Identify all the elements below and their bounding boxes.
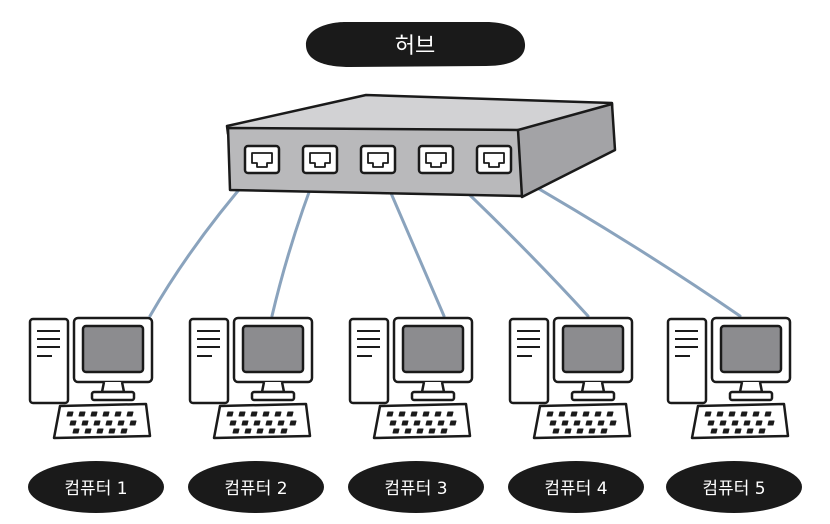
monitor-screen (241, 324, 305, 374)
computer-keyboard (532, 402, 632, 440)
computer-1 (28, 316, 154, 440)
computer-monitor (392, 316, 474, 402)
monitor-screen (401, 324, 465, 374)
computer-tower (348, 317, 390, 405)
computer-label-text: 컴퓨터 1 (64, 479, 127, 499)
computer-keyboard (372, 402, 472, 440)
computer-labels: 컴퓨터 1 컴퓨터 2 컴퓨터 3 컴퓨터 4 컴퓨터 5 (28, 461, 802, 513)
hub-port-1 (243, 144, 281, 175)
hub-side-face (516, 102, 617, 199)
hub-port-4 (417, 144, 455, 175)
computer-label-5: 컴퓨터 5 (666, 461, 802, 513)
computer-label-pill (188, 461, 324, 513)
monitor-screen (719, 324, 783, 374)
computers (28, 316, 792, 440)
computer-tower (666, 317, 708, 405)
computer-tower (188, 317, 230, 405)
computer-label-pill (666, 461, 802, 513)
computer-label-text: 컴퓨터 4 (544, 479, 607, 499)
computer-3 (348, 316, 474, 440)
computer-monitor (710, 316, 792, 402)
hub-label: 허브 (305, 22, 526, 67)
computer-label-pill (28, 461, 164, 513)
computer-4 (508, 316, 634, 440)
computer-label-pill (348, 461, 484, 513)
computer-5 (666, 316, 792, 440)
computer-keyboard (690, 402, 790, 440)
hub-port-5 (475, 144, 513, 175)
computer-monitor (552, 316, 634, 402)
computer-monitor (72, 316, 154, 402)
computer-monitor (232, 316, 314, 402)
computer-label-1: 컴퓨터 1 (28, 461, 164, 513)
hub-device (225, 93, 617, 199)
monitor-screen (81, 324, 145, 374)
hub-label-text: 허브 (395, 34, 435, 59)
computer-keyboard (52, 402, 152, 440)
hub-port-2 (301, 144, 339, 175)
computer-label-text: 컴퓨터 3 (384, 479, 447, 499)
computer-tower (508, 317, 550, 405)
computer-label-3: 컴퓨터 3 (348, 461, 484, 513)
computer-tower (28, 317, 70, 405)
computer-2 (188, 316, 314, 440)
computer-label-text: 컴퓨터 5 (702, 479, 765, 499)
hub-ports (243, 144, 513, 175)
monitor-screen (561, 324, 625, 374)
computer-label-text: 컴퓨터 2 (224, 479, 287, 499)
computer-label-pill (508, 461, 644, 513)
computer-label-2: 컴퓨터 2 (188, 461, 324, 513)
hub-label-pill (305, 22, 526, 67)
hub-port-3 (359, 144, 397, 175)
computer-label-4: 컴퓨터 4 (508, 461, 644, 513)
computer-keyboard (212, 402, 312, 440)
